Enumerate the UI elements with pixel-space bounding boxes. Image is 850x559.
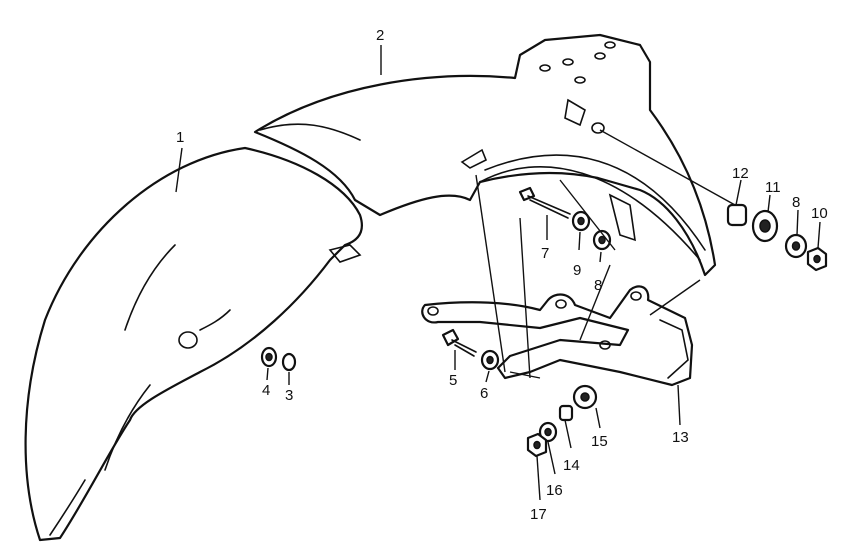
callout-1: 1: [176, 129, 184, 146]
callout-8-center: 8: [594, 277, 602, 294]
callout-12: 12: [732, 165, 749, 182]
callout-9: 9: [573, 262, 581, 279]
callout-4: 4: [262, 382, 270, 399]
fender-bracket: [421, 285, 694, 387]
callout-11: 11: [765, 179, 781, 196]
callout-5: 5: [449, 372, 457, 389]
callout-16: 16: [546, 482, 563, 499]
rear-fender-outer: [24, 146, 363, 542]
callout-17: 17: [530, 506, 547, 523]
callout-6: 6: [480, 385, 488, 402]
callout-14: 14: [563, 457, 580, 474]
callout-8-right: 8: [792, 194, 800, 211]
hardware: [260, 186, 828, 458]
callout-15: 15: [591, 433, 608, 450]
callout-10: 10: [811, 205, 828, 222]
callout-13: 13: [672, 429, 689, 446]
callout-2: 2: [376, 27, 384, 44]
callout-3: 3: [285, 387, 293, 404]
rear-fender-inner: [253, 33, 717, 277]
leader-lines: [175, 45, 821, 501]
callout-labels: 1 2 3 4 5 6 7 8 9 8 10 11 12 13 14 15 16…: [176, 27, 828, 523]
callout-7: 7: [541, 245, 549, 262]
